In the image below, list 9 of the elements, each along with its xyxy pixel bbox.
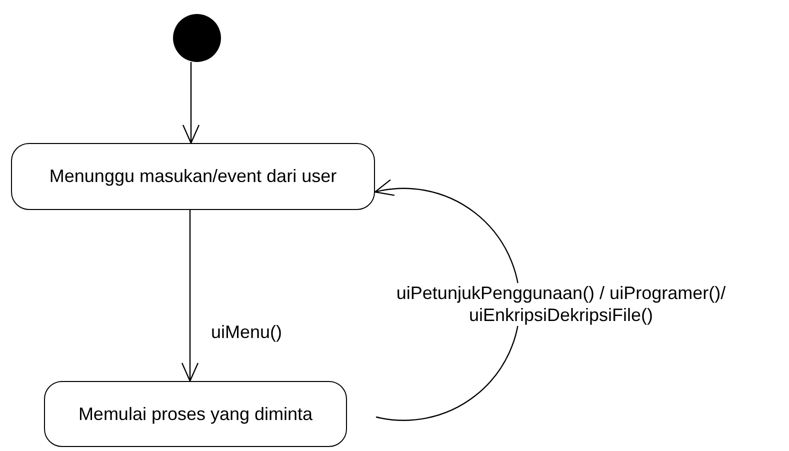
state-box (11, 143, 375, 210)
state-label: Memulai proses yang diminta (78, 404, 313, 424)
state-box (44, 381, 347, 447)
edge-label: uiMenu() (211, 322, 282, 344)
transition-arrow (182, 62, 200, 144)
self-loop-arrow (374, 180, 520, 421)
transition-arrow (181, 210, 199, 382)
initial-state (173, 14, 221, 62)
state-label: Menunggu masukan/event dari user (49, 166, 337, 187)
